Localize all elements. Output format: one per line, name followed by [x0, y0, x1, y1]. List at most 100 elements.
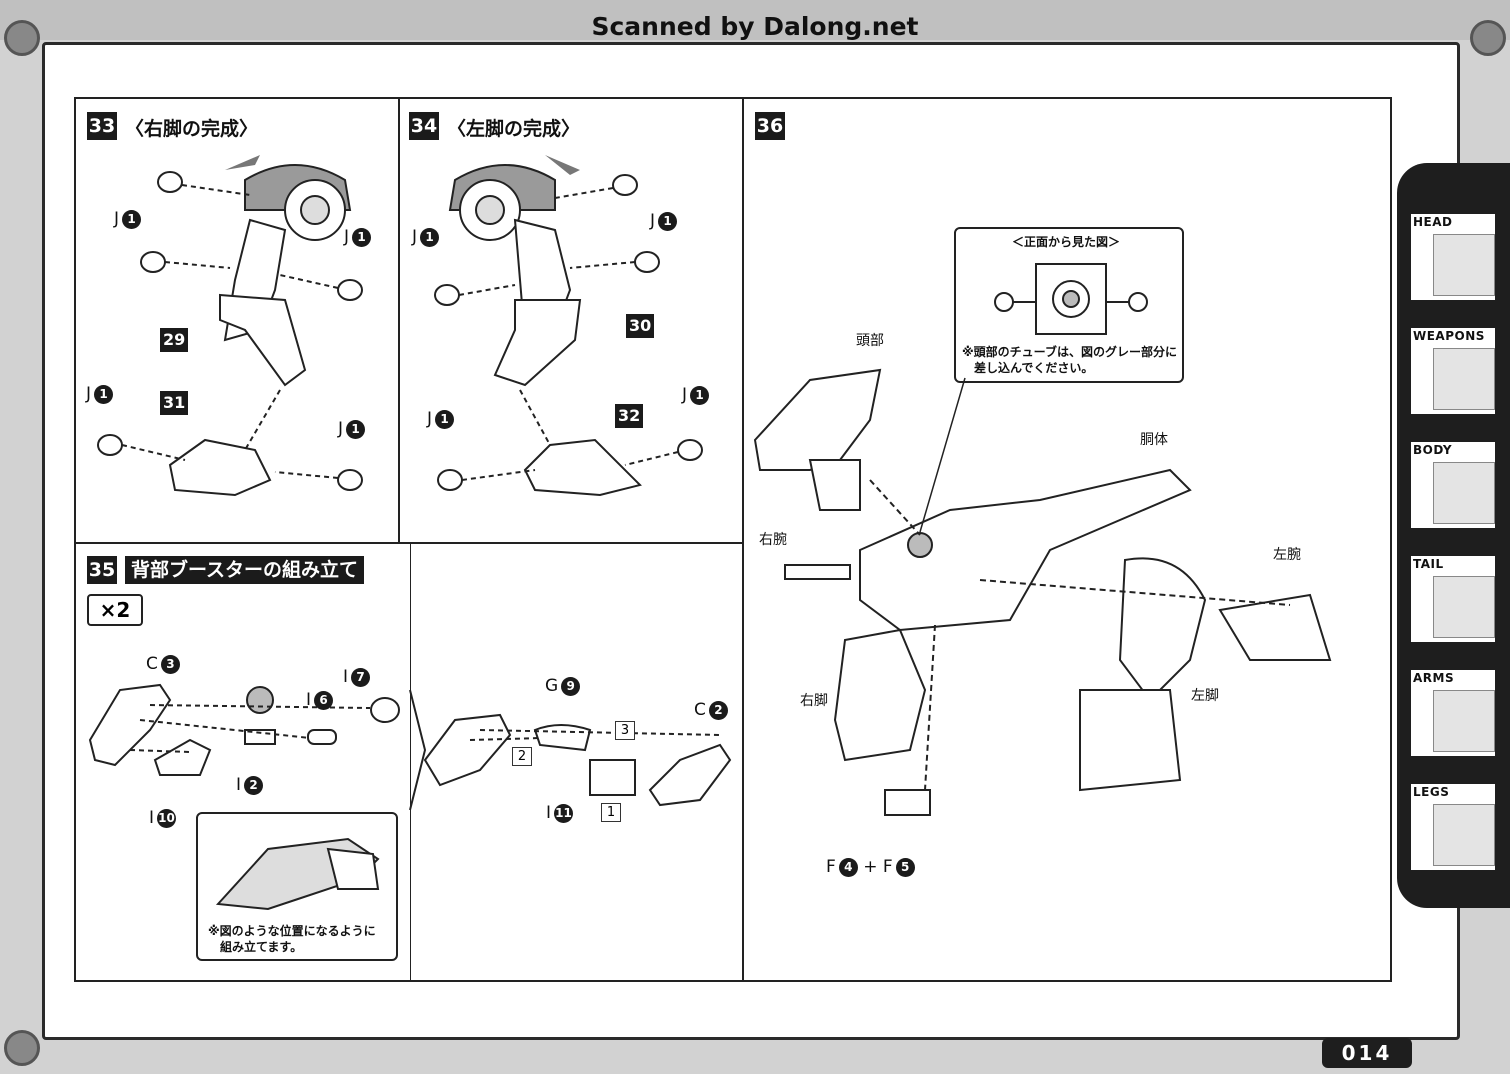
step-title: 〈左脚の完成〉 — [447, 118, 581, 140]
tab-label: LEGS — [1413, 785, 1450, 799]
sidebar-tab-tail[interactable]: TAIL — [1409, 554, 1497, 644]
step-number: 36 — [755, 112, 785, 140]
part-letter: C — [694, 700, 706, 720]
booster-assembly-diagram — [88, 683, 732, 810]
part-badge: 32 — [615, 404, 644, 428]
part-number: 10 — [157, 808, 177, 828]
part-badge: 31 — [160, 391, 189, 415]
top-band — [0, 0, 1510, 40]
sequence-number: 2 — [512, 747, 532, 766]
callout-right-leg: 右脚 — [800, 693, 828, 709]
front-view-diagram — [994, 263, 1148, 335]
part-letter: I — [306, 690, 312, 710]
page-number: 014 — [1322, 1038, 1412, 1068]
part-number: 1 — [94, 384, 114, 404]
booster-position-diagram — [215, 837, 380, 911]
full-assembly-diagram — [753, 368, 1332, 816]
part-letter: F — [882, 857, 893, 877]
plus-sign: + — [863, 857, 878, 877]
tab-label: ARMS — [1413, 671, 1455, 685]
callout-left-arm: 左腕 — [1273, 547, 1301, 563]
corner-bolt-icon — [4, 1030, 40, 1066]
part-number: 7 — [351, 667, 371, 687]
front-view-title: ＜正面から見た図＞ — [1012, 235, 1121, 249]
watermark: Scanned by Dalong.net — [591, 12, 919, 41]
callout-left-leg: 左脚 — [1191, 688, 1219, 704]
left-leg-diagram — [434, 155, 703, 497]
body-thumbnail-icon — [1433, 462, 1495, 524]
divider — [398, 99, 400, 542]
divider — [742, 99, 744, 982]
sidebar-tab-weapons[interactable]: WEAPONS — [1409, 326, 1497, 416]
step-number: 34 — [409, 112, 439, 140]
tab-label: BODY — [1413, 443, 1453, 457]
part-letter: J — [427, 409, 433, 429]
inset-box: ※図のような位置になるように 組み立てます。 — [196, 812, 398, 961]
arms-thumbnail-icon — [1433, 690, 1495, 752]
front-view-box: ＜正面から見た図＞ ※頭部のチューブは、図のグレー部分に 差し込んでください。 — [954, 227, 1184, 383]
part-letter: G — [545, 676, 559, 696]
part-number: 2 — [244, 775, 264, 795]
part-badge: 29 — [160, 328, 189, 352]
sidebar-tab-body[interactable]: BODY — [1409, 440, 1497, 530]
step-number: 33 — [87, 112, 117, 140]
part-letter: I — [236, 775, 242, 795]
part-letter: J — [344, 227, 350, 247]
quantity-multiplier: ×2 — [87, 594, 143, 626]
part-number: 1 — [658, 211, 678, 231]
callout-right-arm: 右腕 — [759, 532, 787, 548]
part-badge: 30 — [626, 314, 655, 338]
part-letter: J — [86, 384, 92, 404]
divider — [410, 544, 411, 982]
part-number: 1 — [122, 209, 142, 229]
tab-label: WEAPONS — [1413, 329, 1485, 343]
sequence-number: 3 — [615, 721, 635, 740]
part-letter: C — [146, 654, 158, 674]
part-number: 1 — [435, 409, 455, 429]
tab-label: TAIL — [1413, 557, 1444, 571]
part-number: 5 — [895, 857, 915, 877]
right-leg-diagram — [97, 155, 363, 497]
part-letter: J — [650, 211, 656, 231]
part-letter: F — [826, 857, 836, 877]
part-number: 11 — [554, 803, 574, 823]
callout-head: 頭部 — [856, 333, 884, 349]
part-letter: J — [682, 385, 688, 405]
front-view-note-line2: 差し込んでください。 — [974, 361, 1094, 375]
weapons-thumbnail-icon — [1433, 348, 1495, 410]
corner-bolt-icon — [1470, 20, 1506, 56]
part-number: 1 — [420, 227, 440, 247]
sequence-number: 1 — [601, 803, 621, 822]
part-letter: J — [338, 419, 344, 439]
corner-bolt-icon — [4, 20, 40, 56]
part-number: 1 — [352, 227, 372, 247]
part-number: 3 — [160, 654, 180, 674]
callout-body: 胴体 — [1140, 432, 1168, 448]
sidebar-tab-head[interactable]: HEAD — [1409, 212, 1497, 302]
legs-thumbnail-icon — [1433, 804, 1495, 866]
part-letter: J — [114, 209, 120, 229]
part-number: 1 — [690, 385, 710, 405]
part-number: 4 — [838, 857, 858, 877]
sidebar-tab-legs[interactable]: LEGS — [1409, 782, 1497, 872]
part-number: 9 — [561, 676, 581, 696]
tab-label: HEAD — [1413, 215, 1453, 229]
sidebar-tab-arms[interactable]: ARMS — [1409, 668, 1497, 758]
part-letter: J — [412, 227, 418, 247]
front-view-note-line1: ※頭部のチューブは、図のグレー部分に — [962, 345, 1177, 359]
step-title: 〈右脚の完成〉 — [125, 118, 259, 140]
part-number: 6 — [314, 690, 334, 710]
step-number: 35 — [87, 556, 117, 584]
inset-note-line1: ※図のような位置になるように — [208, 924, 376, 938]
